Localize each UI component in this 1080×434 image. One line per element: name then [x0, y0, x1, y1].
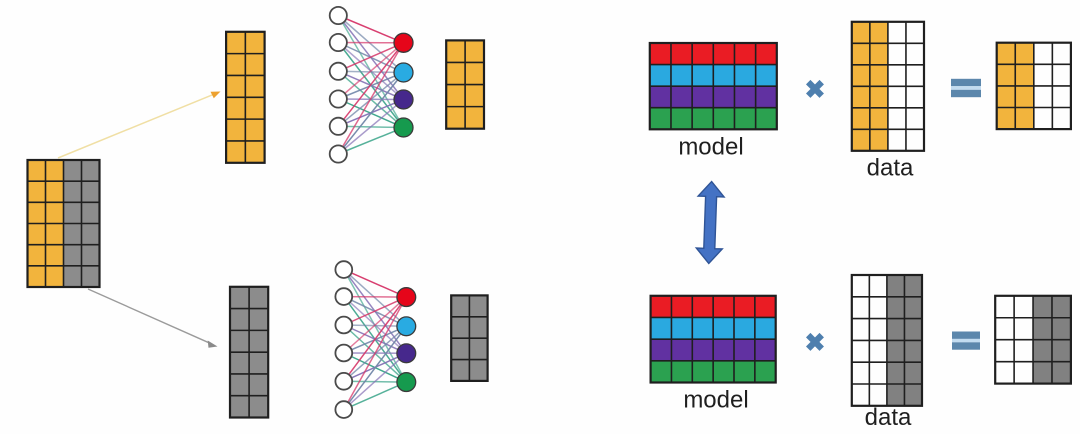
svg-text:✖: ✖ — [805, 76, 826, 104]
svg-text:model: model — [678, 134, 743, 161]
svg-text:data: data — [865, 404, 912, 429]
svg-text:data: data — [867, 155, 914, 182]
svg-text:model: model — [683, 387, 748, 414]
svg-text:✖: ✖ — [805, 329, 826, 357]
